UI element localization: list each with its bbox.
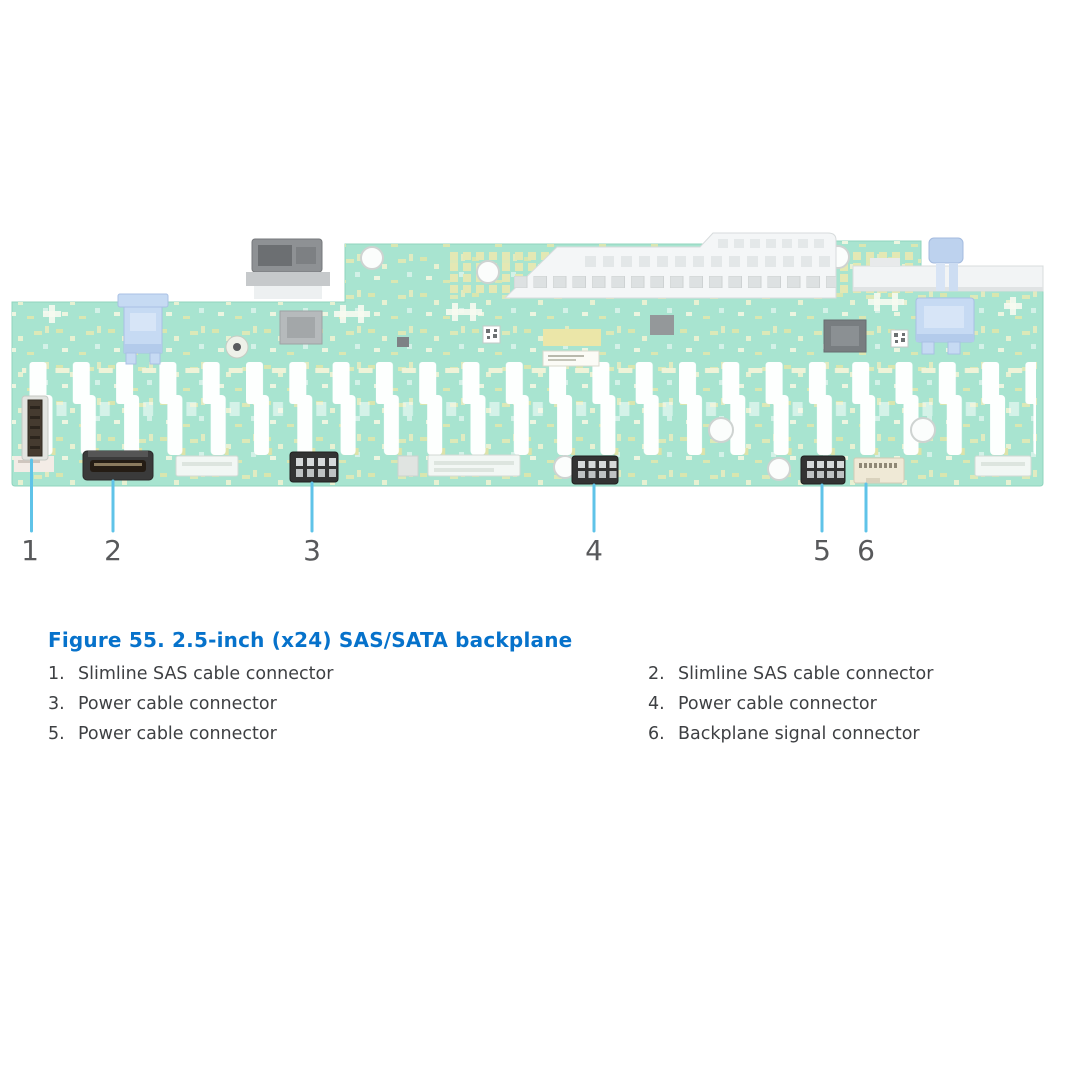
legend-item-number: 2. [648,664,665,684]
legend-item: 2. Slimline SAS cable connector [648,664,933,686]
connector-5-power [800,455,846,485]
callout-6: 6 [857,534,875,567]
legend-item: 6. Backplane signal connector [648,724,933,746]
callout-1: 1 [21,534,39,567]
legend-column-left: 1. Slimline SAS cable connector 3. Power c… [48,664,333,754]
legend-item-label: Slimline SAS cable connector [678,664,934,684]
connector-2-slimline-sas [82,450,154,481]
screw-holes [132,245,936,481]
right-guide-pin [928,237,964,291]
backplane-figure-illustration: 1 2 3 4 5 6 [11,232,1044,567]
top-edge-connector [246,238,330,299]
legend-item-label: Power cable connector [78,724,277,744]
callout-4: 4 [585,534,603,567]
left-release-latch [117,293,169,365]
callout-5: 5 [813,534,831,567]
legend-item: 5. Power cable connector [48,724,333,746]
connector-3-power [289,451,339,483]
light-edge-connectors [175,454,1032,477]
right-release-latch [915,297,975,355]
round-component-center [233,343,241,351]
metal-bracket [503,232,837,299]
callout-numbers: 1 2 3 4 5 6 [21,534,875,567]
service-labels [14,325,909,472]
legend-item-number: 4. [648,694,665,714]
legend-item-number: 6. [648,724,665,744]
figure-caption: Figure 55. 2.5-inch (x24) SAS/SATA backp… [48,628,573,652]
callout-3: 3 [303,534,321,567]
legend-item-label: Backplane signal connector [678,724,920,744]
legend-item: 1. Slimline SAS cable connector [48,664,333,686]
legend-item-label: Power cable connector [78,694,277,714]
chip-components [279,310,867,353]
callout-leader-lines [30,458,868,533]
legend-column-right: 2. Slimline SAS cable connector 4. Power c… [648,664,933,754]
right-edge-bar [852,258,1044,292]
callout-2: 2 [104,534,122,567]
legend-item: 4. Power cable connector [648,694,933,716]
connector-1-slimline-sas [21,395,49,461]
legend-item-label: Slimline SAS cable connector [78,664,334,684]
legend-item-label: Power cable connector [678,694,877,714]
board-surface-detail [12,241,1043,486]
connector-6-backplane-signal [853,457,905,484]
connector-4-power [571,455,619,485]
legend-item-number: 3. [48,694,65,714]
legend-item: 3. Power cable connector [48,694,333,716]
light-connector-slots [182,461,1025,472]
legend-item-number: 1. [48,664,65,684]
legend-item-number: 5. [48,724,65,744]
